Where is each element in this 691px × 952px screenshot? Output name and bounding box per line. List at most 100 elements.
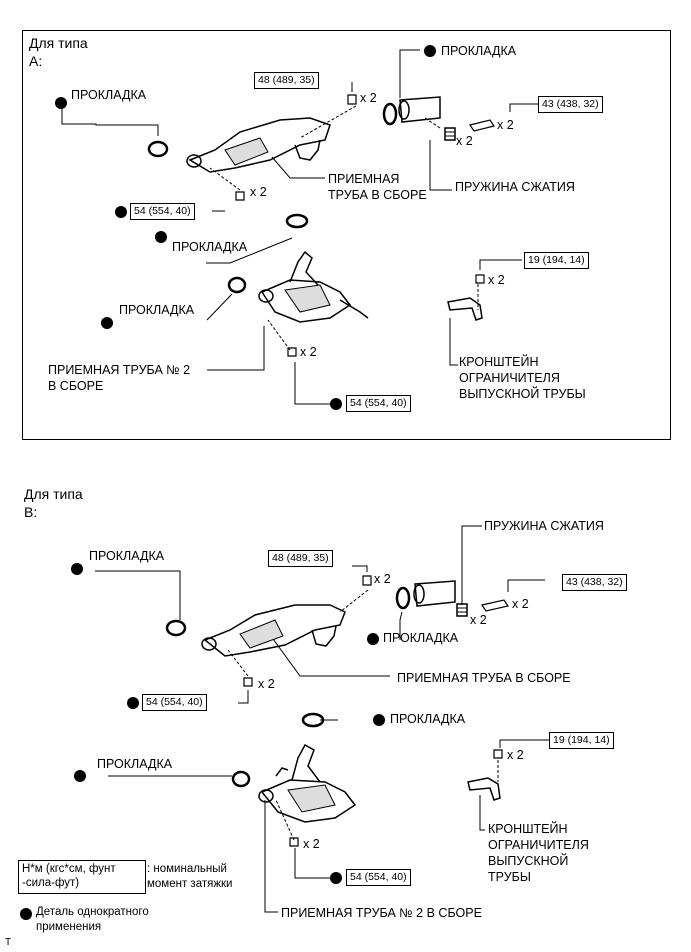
b-x2-54-top: x 2 [258, 677, 275, 691]
a-gasket-3-part [227, 276, 247, 294]
leader-a-gasket-1 [61, 106, 159, 136]
type-a-frame [22, 30, 671, 440]
b-torque-48: 48 (489, 35) [268, 550, 333, 567]
type-a-title-line1: Для типа [29, 35, 88, 51]
b-front-pipe-part [203, 604, 346, 657]
legend-single-use-dot [20, 908, 32, 920]
a-bracket-label-1: КРОНШТЕЙН [459, 355, 539, 369]
leader-a-gasket-3 [206, 293, 233, 321]
a-x2-48: x 2 [360, 91, 377, 105]
single-use-dot [127, 697, 139, 709]
legend-unit-desc-line2: момент затяжки [147, 878, 233, 890]
leader-b-spring [461, 525, 482, 605]
leader-a-spring [429, 140, 452, 191]
b-x2-48: x 2 [374, 572, 391, 586]
single-use-dot [101, 317, 113, 329]
leader-a-gasket-2 [206, 237, 293, 264]
a-bolt-19-part [475, 274, 485, 284]
a-bracket-label-3: ВЫПУСКНОЙ ТРУБЫ [459, 387, 586, 401]
a-bolt-43-part [469, 119, 495, 132]
a-bracket-part [447, 297, 483, 321]
a-front-pipe-part [188, 117, 331, 173]
b-x2-54-bottom: x 2 [303, 837, 320, 851]
leader-a-54-bottom [294, 362, 330, 405]
legend-single-use-line1: Деталь однократного [36, 906, 149, 918]
b-bracket-label-2: ОГРАНИЧИТЕЛЯ [488, 838, 589, 852]
leader-b-43 [507, 579, 545, 592]
b-torque-54-top: 54 (554, 40) [142, 694, 207, 711]
a-torque-43: 43 (438, 32) [538, 96, 603, 113]
b-bolt-43-part [481, 599, 509, 612]
b-gasket-4-label: ПРОКЛАДКА [383, 631, 459, 645]
a-pipe2-part [260, 279, 352, 323]
b-gasket-2-label: ПРОКЛАДКА [390, 712, 466, 726]
a-x2-19: x 2 [488, 273, 505, 287]
leader-b-54-bottom [294, 848, 330, 879]
a-torque-54-top: 54 (554, 40) [130, 203, 195, 220]
a-pipe2-label-2: В СБОРЕ [48, 379, 104, 393]
a-spring-label: ПРУЖИНА СЖАТИЯ [455, 180, 575, 194]
footer-mark: T [5, 937, 12, 948]
a-front-pipe-label-2: ТРУБА В СБОРЕ [328, 188, 427, 202]
single-use-dot [330, 872, 342, 884]
leader-a-19 [479, 259, 522, 270]
b-gasket-4-part [395, 586, 411, 610]
leader-b-54-top [238, 690, 249, 704]
legend-unit-line1: Н*м (кгс*см, фунт [22, 863, 116, 875]
a-front-pipe-label-1: ПРИЕМНАЯ [328, 172, 400, 186]
single-use-dot [367, 633, 379, 645]
b-bracket-label-1: КРОНШТЕЙН [488, 822, 568, 836]
b-spring-label: ПРУЖИНА СЖАТИЯ [484, 519, 604, 533]
a-bracket-label-2: ОГРАНИЧИТЕЛЯ [459, 371, 560, 385]
b-gasket-2-part [301, 712, 325, 728]
b-bracket-part [467, 777, 501, 801]
b-pipe-end-part [414, 580, 456, 607]
b-pipe2-part [260, 779, 357, 823]
leader-b-19 [499, 739, 550, 748]
leader-a-43 [509, 103, 540, 112]
single-use-dot [55, 97, 67, 109]
a-spring-part [444, 127, 456, 141]
a-torque-19: 19 (194, 14) [524, 252, 589, 269]
a-gasket-4-part [382, 102, 398, 126]
b-gasket-3-label: ПРОКЛАДКА [97, 757, 173, 771]
a-torque-54-bottom: 54 (554, 40) [346, 395, 411, 412]
b-nut-54-part [243, 677, 253, 687]
a-gasket-2-part [285, 213, 309, 229]
a-x2-spring: x 2 [456, 134, 473, 148]
b-bracket-label-4: ТРУБЫ [488, 870, 531, 884]
type-a-title-line2: A: [29, 53, 43, 69]
a-x2-54-top: x 2 [250, 185, 267, 199]
b-x2-19: x 2 [507, 748, 524, 762]
type-b-title-line1: Для типа [24, 486, 83, 502]
single-use-dot [71, 563, 83, 575]
leader-a-gasket-4 [399, 49, 420, 98]
b-pipe2-label: ПРИЕМНАЯ ТРУБА № 2 В СБОРЕ [281, 906, 482, 920]
a-gasket-3-label: ПРОКЛАДКА [119, 303, 195, 317]
single-use-dot [74, 770, 86, 782]
single-use-dot [155, 231, 167, 243]
legend-single-use-line2: применения [36, 921, 102, 933]
a-gasket-2-label: ПРОКЛАДКА [172, 240, 248, 254]
a-torque-48: 48 (489, 35) [254, 72, 319, 89]
a-x2-54-bottom: x 2 [300, 345, 317, 359]
single-use-dot [373, 714, 385, 726]
type-b-title-line2: B: [24, 504, 38, 520]
b-torque-19: 19 (194, 14) [549, 732, 614, 749]
b-gasket-3-part [231, 770, 251, 788]
a-nut-54-part [235, 191, 245, 201]
legend-unit-desc-line1: : номинальный [147, 863, 227, 875]
a-pipe2-label-1: ПРИЕМНАЯ ТРУБА № 2 [48, 363, 191, 377]
a-gasket-1-label: ПРОКЛАДКА [71, 88, 147, 102]
b-x2-43: x 2 [512, 597, 529, 611]
leader-b-pipe2 [264, 800, 278, 913]
b-torque-54-bottom: 54 (554, 40) [346, 869, 411, 886]
a-x2-43: x 2 [497, 118, 514, 132]
leader-b-48 [352, 565, 368, 572]
b-spring-part [456, 603, 468, 617]
b-bolt-48-part [362, 575, 372, 586]
leader-a-front-pipe [271, 156, 325, 179]
single-use-dot [424, 45, 436, 57]
